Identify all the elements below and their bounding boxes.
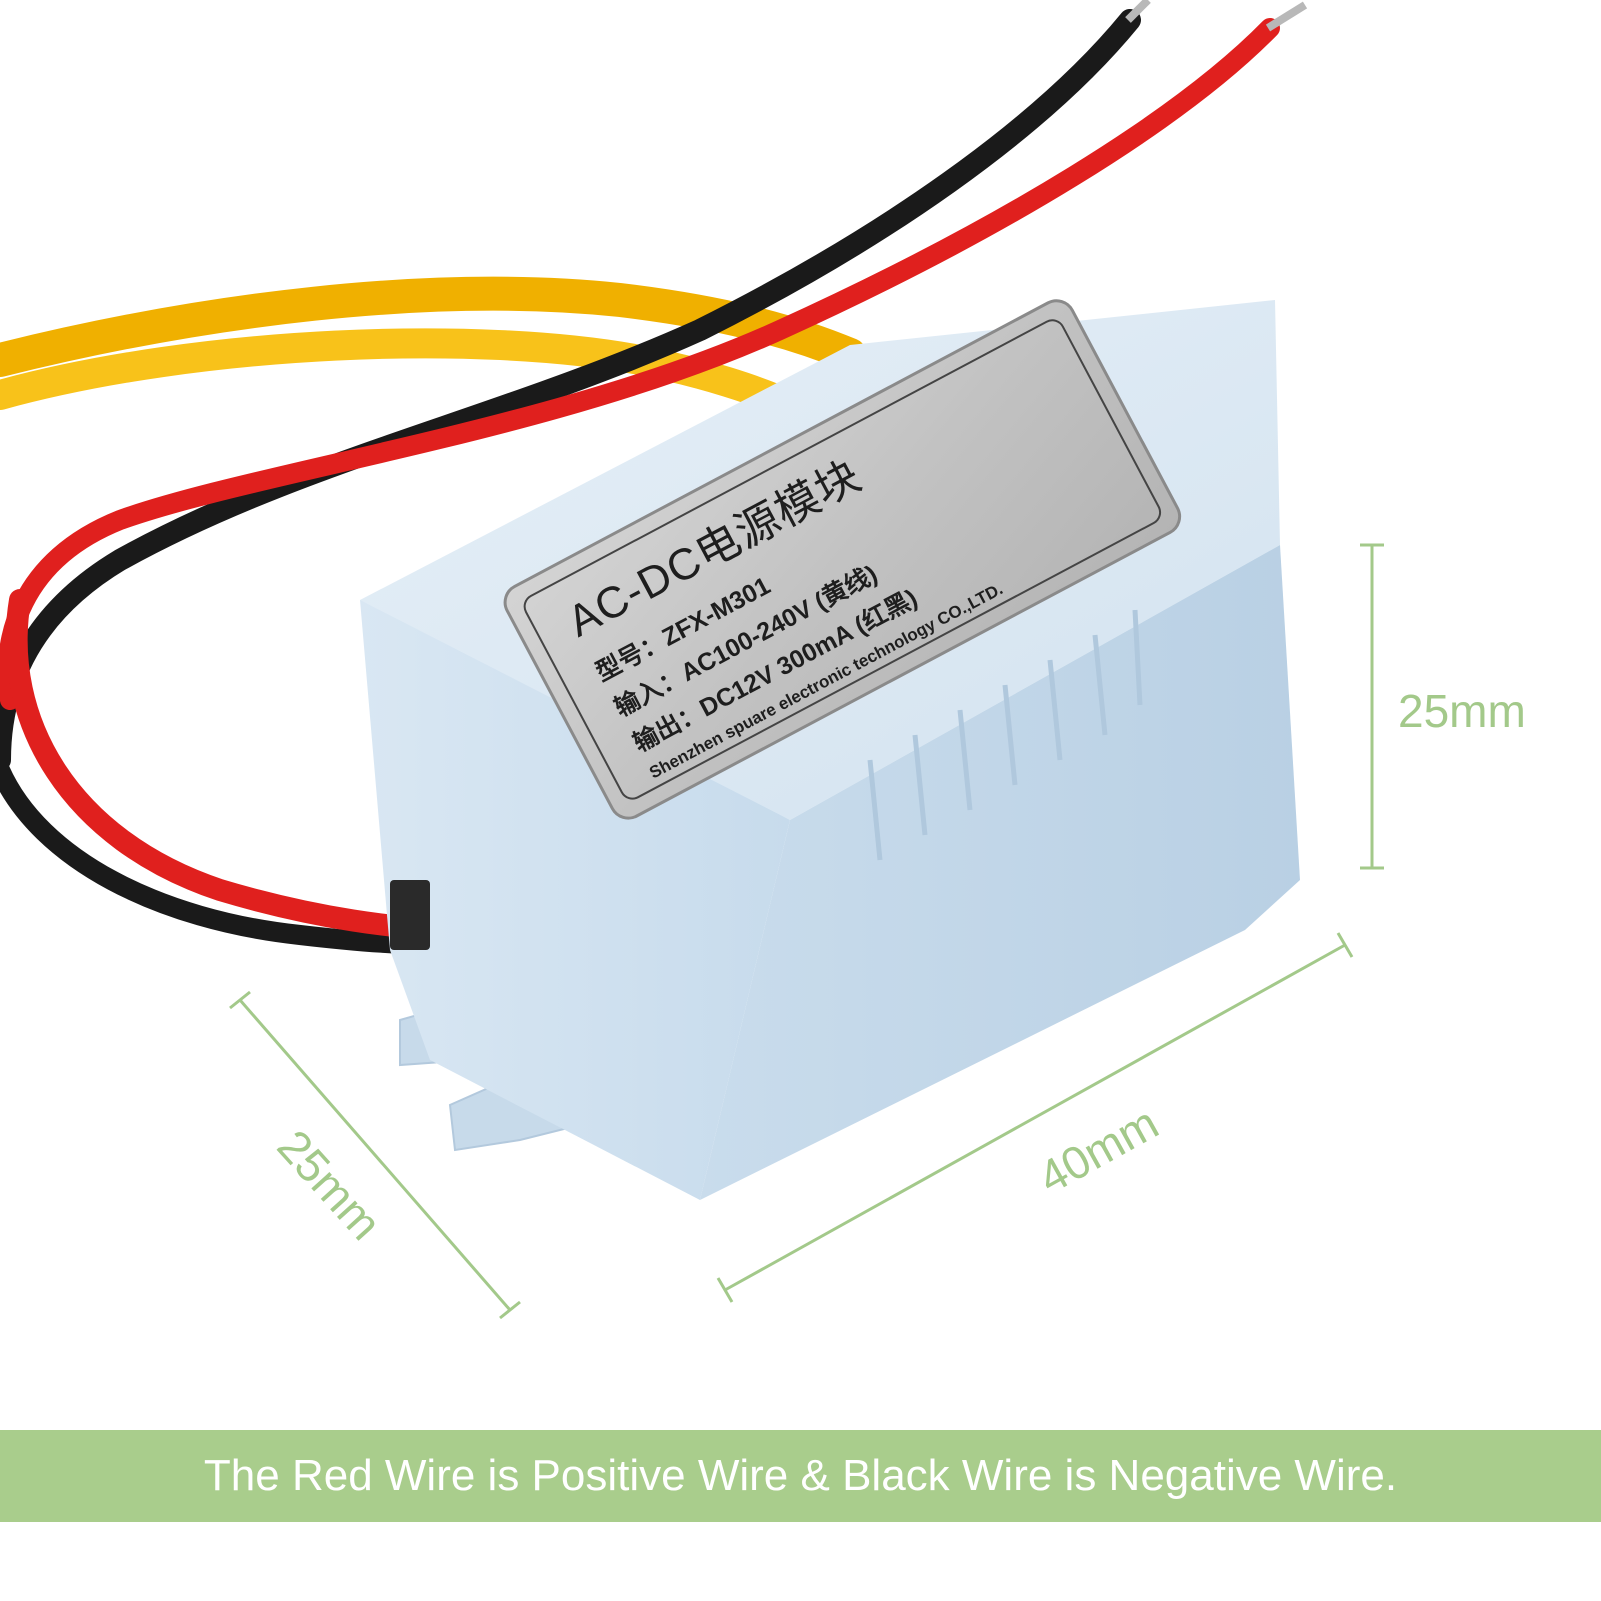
red-wire-loop (5, 589, 456, 941)
dimension-height-label: 25mm (1398, 685, 1526, 737)
black-wire-tip (1125, 0, 1151, 23)
dimension-height: 25mm (1360, 543, 1526, 870)
wires (0, 0, 1308, 955)
case-side (700, 545, 1300, 1200)
caption-bar: The Red Wire is Positive Wire & Black Wi… (0, 1430, 1601, 1522)
red-wire-tip (1265, 1, 1308, 32)
wire-slot (390, 880, 430, 950)
power-module: AC-DC电源模块 型号：ZFX-M301 输入：AC100-240V (黄线)… (360, 299, 1300, 1200)
spec-label: AC-DC电源模块 型号：ZFX-M301 输入：AC100-240V (黄线)… (503, 299, 1182, 820)
label-plate (503, 299, 1182, 820)
yellow-wire-2 (0, 328, 815, 425)
caption-text: The Red Wire is Positive Wire & Black Wi… (203, 1451, 1398, 1500)
dimension-width-label: 25mm (268, 1120, 392, 1250)
dimension-length-label: 40mm (1030, 1096, 1167, 1203)
red-wire (0, 18, 1280, 710)
black-wire (0, 9, 1141, 771)
case-front (360, 600, 790, 1200)
vent-ridges (867, 609, 1143, 861)
